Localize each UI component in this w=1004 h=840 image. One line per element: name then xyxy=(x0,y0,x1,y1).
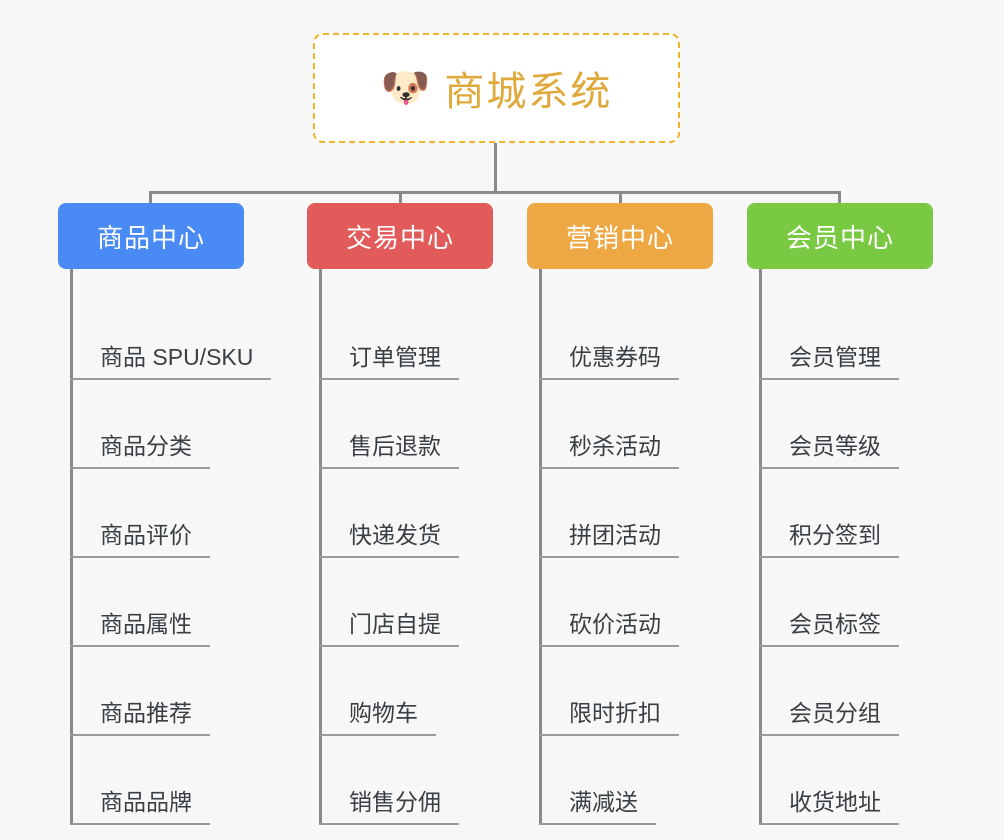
connector-drop-4 xyxy=(838,191,841,205)
category-label: 会员中心 xyxy=(785,222,894,253)
leaf-item[interactable]: 优惠券码 xyxy=(527,291,713,380)
leaf-label: 会员分组 xyxy=(759,700,899,736)
connector-drop-2 xyxy=(399,191,402,205)
leaf-label: 商品推荐 xyxy=(70,700,210,736)
category-card-product-center[interactable]: 商品中心 xyxy=(58,203,244,269)
leaf-item[interactable]: 商品属性 xyxy=(58,558,244,647)
leaf-label: 售后退款 xyxy=(319,433,459,469)
leaf-label: 优惠券码 xyxy=(539,344,679,380)
leaf-item[interactable]: 积分签到 xyxy=(747,469,933,558)
leaf-item[interactable]: 快递发货 xyxy=(307,469,493,558)
leaf-item[interactable]: 会员标签 xyxy=(747,558,933,647)
leaf-label: 会员管理 xyxy=(759,344,899,380)
leaf-item[interactable]: 会员等级 xyxy=(747,380,933,469)
leaf-spine xyxy=(70,269,73,825)
root-title: 商城系统 xyxy=(444,70,613,114)
leaf-label: 销售分佣 xyxy=(319,789,459,825)
leaf-item[interactable]: 商品推荐 xyxy=(58,647,244,736)
leaf-label: 商品分类 xyxy=(70,433,210,469)
connector-horizontal-bus xyxy=(149,191,840,194)
category-label: 营销中心 xyxy=(565,222,674,253)
category-label: 商品中心 xyxy=(96,222,205,253)
leaf-label: 快递发货 xyxy=(319,522,459,558)
leaf-item[interactable]: 订单管理 xyxy=(307,291,493,380)
leaf-label: 收货地址 xyxy=(759,789,899,825)
leaf-label: 商品品牌 xyxy=(70,789,210,825)
leaf-item[interactable]: 秒杀活动 xyxy=(527,380,713,469)
leaf-label: 商品评价 xyxy=(70,522,210,558)
leaf-label: 砍价活动 xyxy=(539,611,679,647)
root-node[interactable]: 🐶 商城系统 xyxy=(313,33,680,143)
connector-drop-3 xyxy=(619,191,622,205)
leaf-label: 限时折扣 xyxy=(539,700,679,736)
leaf-list-product-center: 商品 SPU/SKU 商品分类 商品评价 商品属性 商品推荐 商品品牌 xyxy=(58,269,272,825)
leaf-item[interactable]: 商品品牌 xyxy=(58,736,244,825)
leaf-item[interactable]: 会员管理 xyxy=(747,291,933,380)
leaf-label: 满减送 xyxy=(539,789,656,825)
leaf-item[interactable]: 售后退款 xyxy=(307,380,493,469)
leaf-label: 订单管理 xyxy=(319,344,459,380)
leaf-label: 会员等级 xyxy=(759,433,899,469)
branch-column-product-center: 商品中心 商品 SPU/SKU 商品分类 商品评价 商品属性 商品推荐 商品品牌 xyxy=(58,203,272,825)
leaf-item[interactable]: 砍价活动 xyxy=(527,558,713,647)
leaf-item[interactable]: 会员分组 xyxy=(747,647,933,736)
leaf-label: 秒杀活动 xyxy=(539,433,679,469)
leaf-spine xyxy=(759,269,762,825)
leaf-list-marketing-center: 优惠券码 秒杀活动 拼团活动 砍价活动 限时折扣 满减送 xyxy=(527,269,713,825)
leaf-item[interactable]: 满减送 xyxy=(527,736,713,825)
leaf-label: 商品属性 xyxy=(70,611,210,647)
leaf-item[interactable]: 限时折扣 xyxy=(527,647,713,736)
branch-column-trade-center: 交易中心 订单管理 售后退款 快递发货 门店自提 购物车 销售分佣 xyxy=(307,203,493,825)
leaf-item[interactable]: 销售分佣 xyxy=(307,736,493,825)
category-label: 交易中心 xyxy=(345,222,454,253)
leaf-label: 购物车 xyxy=(319,700,436,736)
leaf-label: 会员标签 xyxy=(759,611,899,647)
leaf-label: 拼团活动 xyxy=(539,522,679,558)
connector-drop-1 xyxy=(149,191,152,205)
leaf-spine xyxy=(539,269,542,825)
leaf-label: 门店自提 xyxy=(319,611,459,647)
leaf-item[interactable]: 收货地址 xyxy=(747,736,933,825)
leaf-list-member-center: 会员管理 会员等级 积分签到 会员标签 会员分组 收货地址 xyxy=(747,269,933,825)
leaf-item[interactable]: 商品评价 xyxy=(58,469,244,558)
dog-face-icon: 🐶 xyxy=(380,66,431,110)
category-card-marketing-center[interactable]: 营销中心 xyxy=(527,203,713,269)
leaf-item[interactable]: 拼团活动 xyxy=(527,469,713,558)
connector-root-stem xyxy=(494,143,497,193)
branch-column-marketing-center: 营销中心 优惠券码 秒杀活动 拼团活动 砍价活动 限时折扣 满减送 xyxy=(527,203,713,825)
leaf-item[interactable]: 商品 SPU/SKU xyxy=(58,291,272,380)
branch-column-member-center: 会员中心 会员管理 会员等级 积分签到 会员标签 会员分组 收货地址 xyxy=(747,203,933,825)
leaf-item[interactable]: 门店自提 xyxy=(307,558,493,647)
leaf-item[interactable]: 购物车 xyxy=(307,647,493,736)
leaf-label: 积分签到 xyxy=(759,522,899,558)
leaf-spine xyxy=(319,269,322,825)
category-card-member-center[interactable]: 会员中心 xyxy=(747,203,933,269)
leaf-item[interactable]: 商品分类 xyxy=(58,380,244,469)
leaf-list-trade-center: 订单管理 售后退款 快递发货 门店自提 购物车 销售分佣 xyxy=(307,269,493,825)
leaf-label: 商品 SPU/SKU xyxy=(70,344,272,380)
category-card-trade-center[interactable]: 交易中心 xyxy=(307,203,493,269)
